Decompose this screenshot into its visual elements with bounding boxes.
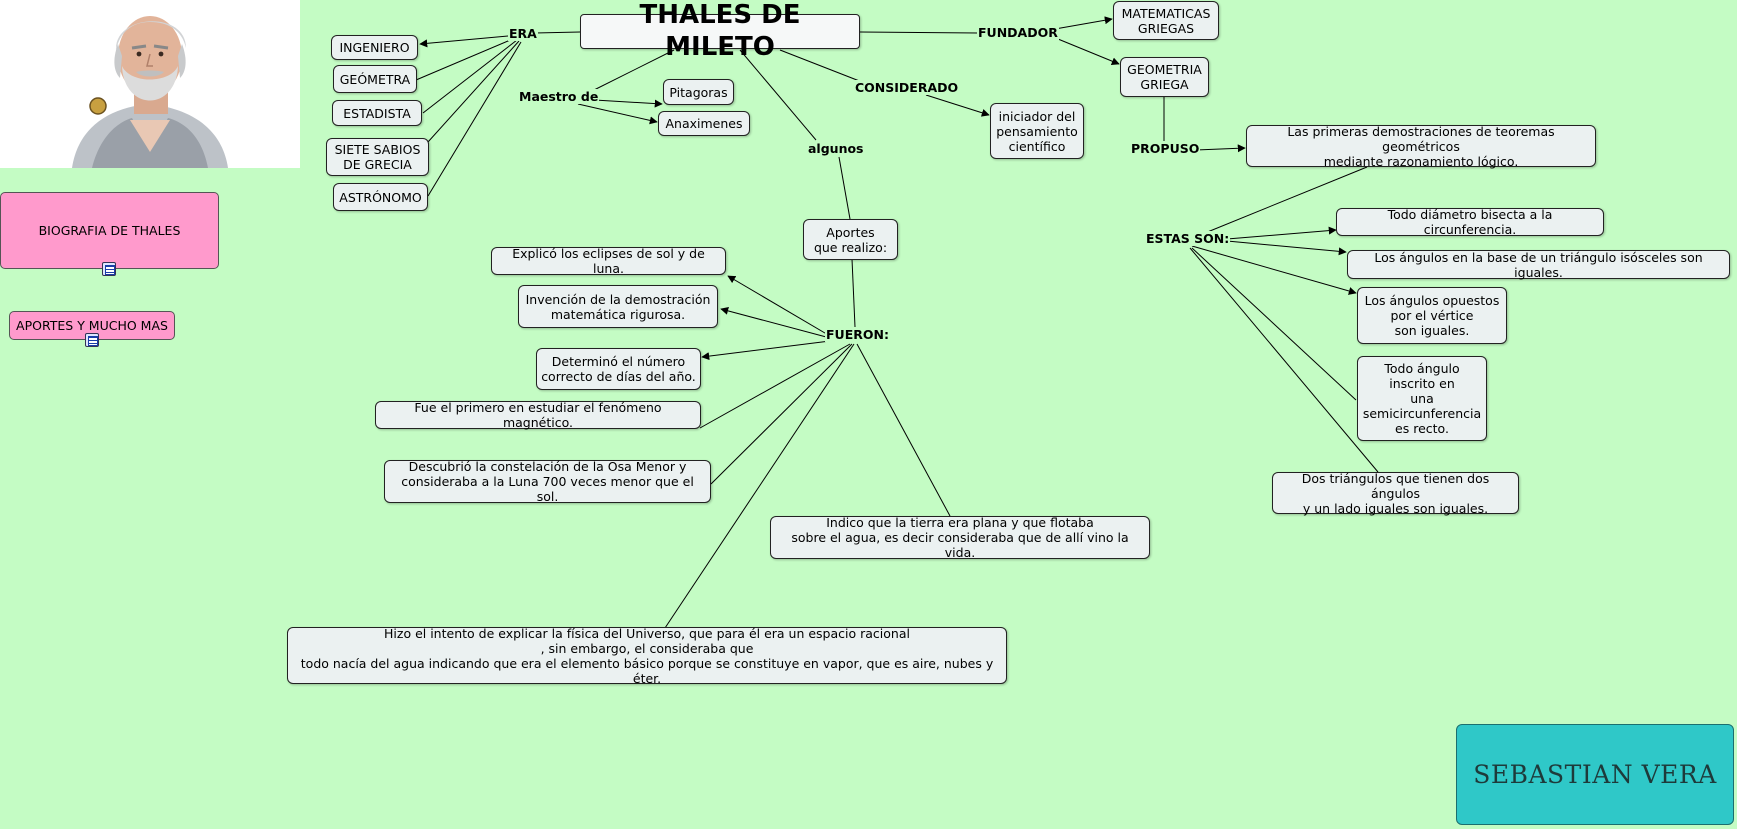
- fueron-label: FUERON:: [825, 327, 890, 342]
- era-item-ingeniero: INGENIERO: [331, 35, 418, 60]
- teorema-isosceles: Los ángulos en la base de un triángulo i…: [1347, 250, 1730, 280]
- aporte-eclipses: Explicó los eclipses de sol y de luna.: [491, 246, 726, 276]
- era-item-siete-sabios: SIETE SABIOS DE GRECIA: [326, 138, 429, 176]
- title-node: THALES DE MILETO: [580, 0, 860, 62]
- fundador-geometria: GEOMETRIA GRIEGA: [1120, 57, 1209, 97]
- aporte-fisica-universo: Hizo el intento de explicar la física de…: [287, 626, 1007, 686]
- fundador-matematicas: MATEMATICAS GRIEGAS: [1113, 1, 1219, 40]
- propuso-node: Las primeras demostraciones de teoremas …: [1246, 124, 1596, 169]
- thales-portrait: [0, 0, 300, 168]
- aporte-demostracion: Invención de la demostración matemática …: [518, 285, 718, 328]
- aportes-note-icon[interactable]: [85, 333, 99, 347]
- estas-son-label: ESTAS SON:: [1145, 231, 1231, 246]
- aportes-link[interactable]: APORTES Y MUCHO MAS: [9, 311, 175, 340]
- teorema-diametro: Todo diámetro bisecta a la circunferenci…: [1336, 207, 1604, 237]
- aporte-osa-menor: Descubrió la constelación de la Osa Meno…: [384, 459, 711, 504]
- algunos-label: algunos: [807, 141, 865, 156]
- era-label: ERA: [508, 26, 538, 41]
- maestro-item-anaximenes: Anaximenes: [658, 111, 750, 136]
- teorema-semicircunferencia: Todo ángulo inscrito en una semicircunfe…: [1357, 356, 1487, 441]
- aportes-node: Aportes que realizo:: [803, 219, 898, 260]
- aporte-dias-ano: Determinó el número correcto de días del…: [536, 348, 701, 390]
- biografia-link[interactable]: BIOGRAFIA DE THALES: [0, 192, 219, 269]
- aporte-magnetico: Fue el primero en estudiar el fenómeno m…: [375, 400, 701, 430]
- maestro-label: Maestro de: [518, 89, 600, 104]
- era-item-estadista: ESTADISTA: [332, 100, 422, 126]
- biografia-note-icon[interactable]: [102, 262, 116, 276]
- propuso-label: PROPUSO: [1130, 141, 1201, 156]
- fundador-label: FUNDADOR: [977, 25, 1059, 40]
- considerado-node: iniciador del pensamiento científico: [990, 103, 1084, 159]
- era-item-astronomo: ASTRÓNOMO: [333, 183, 428, 211]
- aporte-tierra-plana: Indico que la tierra era plana y que flo…: [770, 515, 1150, 560]
- maestro-item-pitagoras: Pitagoras: [663, 79, 734, 105]
- considerado-label: CONSIDERADO: [854, 80, 960, 95]
- era-item-geometra: GEÓMETRA: [333, 65, 417, 93]
- teorema-opuestos: Los ángulos opuestos por el vértice son …: [1357, 287, 1507, 344]
- teorema-triangulos: Dos triángulos que tienen dos ángulos y …: [1272, 471, 1519, 516]
- author-box: SEBASTIAN VERA: [1456, 724, 1734, 825]
